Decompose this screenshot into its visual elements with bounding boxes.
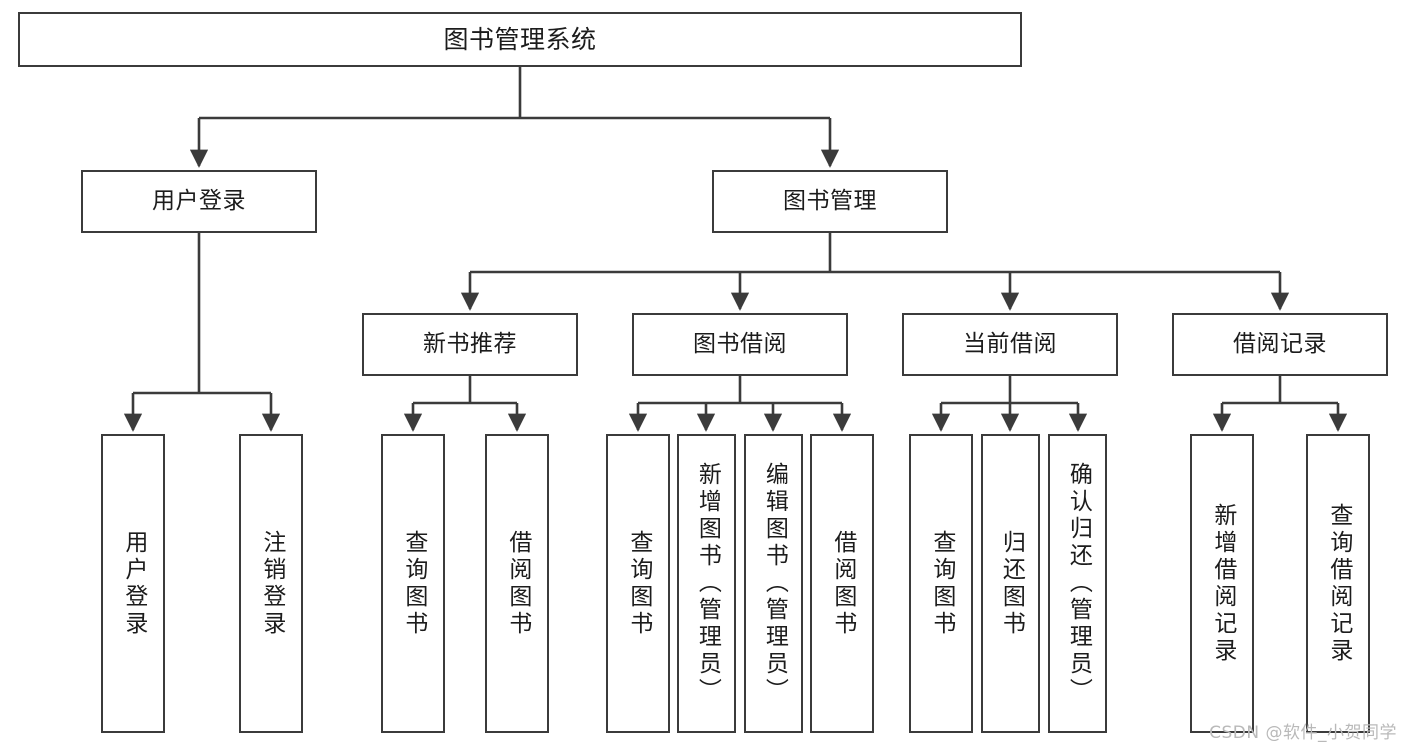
node-current-borrow[interactable]: 当前借阅 <box>902 313 1118 376</box>
node-leaf-add-book-admin[interactable]: 新增图书（管理员） <box>677 434 736 733</box>
node-label: 新书推荐 <box>423 330 517 357</box>
node-label: 借阅记录 <box>1233 330 1327 357</box>
node-label: 编辑图书（管理员） <box>761 462 788 705</box>
node-label: 图书管理系统 <box>443 24 597 54</box>
node-label: 新增借阅记录 <box>1209 502 1236 665</box>
node-leaf-add-borrow-record[interactable]: 新增借阅记录 <box>1190 434 1254 733</box>
node-leaf-borrow-book-recommend[interactable]: 借阅图书 <box>485 434 549 733</box>
node-book-borrow[interactable]: 图书借阅 <box>632 313 848 376</box>
node-leaf-logout[interactable]: 注销登录 <box>239 434 303 733</box>
node-leaf-user-login[interactable]: 用户登录 <box>101 434 165 733</box>
node-leaf-query-borrow-record[interactable]: 查询借阅记录 <box>1306 434 1370 733</box>
node-label: 用户登录 <box>152 187 246 214</box>
node-borrow-record[interactable]: 借阅记录 <box>1172 313 1388 376</box>
node-label: 图书管理 <box>783 187 877 214</box>
node-label: 当前借阅 <box>963 330 1057 357</box>
node-leaf-return-book[interactable]: 归还图书 <box>981 434 1040 733</box>
node-leaf-borrow-book[interactable]: 借阅图书 <box>810 434 874 733</box>
node-label: 借阅图书 <box>829 529 856 638</box>
node-label: 查询图书 <box>928 529 955 638</box>
node-label: 查询图书 <box>625 529 652 638</box>
node-user-login[interactable]: 用户登录 <box>81 170 317 233</box>
node-label: 借阅图书 <box>504 529 531 638</box>
node-new-book-recommend[interactable]: 新书推荐 <box>362 313 578 376</box>
node-label: 查询图书 <box>400 529 427 638</box>
watermark-text: CSDN @软件_小贺同学 <box>1209 723 1397 743</box>
node-leaf-query-book-recommend[interactable]: 查询图书 <box>381 434 445 733</box>
node-leaf-query-book-borrow[interactable]: 查询图书 <box>606 434 670 733</box>
node-label: 图书借阅 <box>693 330 787 357</box>
node-label: 新增图书（管理员） <box>694 462 721 705</box>
node-label: 查询借阅记录 <box>1325 502 1352 665</box>
node-label: 确认归还（管理员） <box>1065 462 1092 705</box>
node-root-book-management-system[interactable]: 图书管理系统 <box>18 12 1022 67</box>
node-leaf-edit-book-admin[interactable]: 编辑图书（管理员） <box>744 434 803 733</box>
node-label: 归还图书 <box>998 529 1025 638</box>
node-leaf-confirm-return-admin[interactable]: 确认归还（管理员） <box>1048 434 1107 733</box>
node-label: 注销登录 <box>258 529 285 638</box>
node-label: 用户登录 <box>120 529 147 638</box>
node-book-management[interactable]: 图书管理 <box>712 170 948 233</box>
node-leaf-query-book-current[interactable]: 查询图书 <box>909 434 973 733</box>
